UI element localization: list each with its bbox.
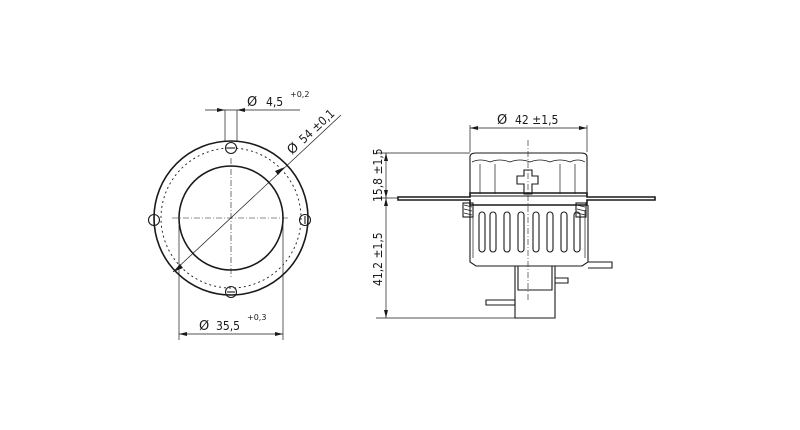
side-view: Ø 42 ±1,5 15,8 ±1,5 41,2 ±1,5 xyxy=(371,113,656,319)
cap-outline xyxy=(469,152,588,197)
housing-slots xyxy=(478,211,581,253)
body-dim-value: 42 ±1,5 xyxy=(515,113,558,127)
terminal-right xyxy=(555,277,569,284)
cutout-dim-tolerance: +0,3 xyxy=(247,313,266,322)
bolt-dim-symbol: Ø xyxy=(284,140,302,158)
body-width-dimension: Ø 42 ±1,5 xyxy=(469,113,588,152)
base-inner xyxy=(517,266,553,291)
housing-inner-lines xyxy=(472,210,586,258)
terminal-left xyxy=(485,299,516,306)
cutout-dimension: Ø 35,5 +0,3 xyxy=(178,225,284,340)
hole-dimension: Ø 4,5 +0,2 xyxy=(205,90,309,142)
body-dim-symbol: Ø xyxy=(497,113,507,128)
cap-top-ridge xyxy=(471,159,586,163)
housing-body xyxy=(469,205,589,267)
base-stem xyxy=(514,266,556,319)
hole-dim-symbol: Ø xyxy=(247,95,257,110)
mounting-hole-right xyxy=(298,213,312,227)
top-view: Ø 4,5 +0,2 Ø 54 ±0,1 Ø 35,5 +0,3 xyxy=(147,90,342,340)
clip-right xyxy=(575,202,587,218)
bottom-height-value: 41,2 ±1,5 xyxy=(371,232,385,286)
hole-dim-tolerance: +0,2 xyxy=(290,90,309,99)
housing-tab xyxy=(588,261,613,269)
bolt-dim-value: 54 ±0,1 xyxy=(296,106,337,146)
bolt-circle-dimension: Ø 54 ±0,1 xyxy=(172,106,342,273)
cutout-dim-symbol: Ø xyxy=(199,319,209,334)
cap-center-cross xyxy=(516,169,539,195)
mounting-hole-top xyxy=(224,141,238,155)
height-dimensions: 15,8 ±1,5 41,2 ±1,5 xyxy=(371,148,515,319)
top-height-value: 15,8 ±1,5 xyxy=(371,148,385,202)
bolt-circle xyxy=(160,147,302,289)
cutout-dim-value: 35,5 xyxy=(216,319,240,333)
mounting-hole-left xyxy=(147,213,161,227)
mounting-hole-bottom xyxy=(224,285,238,299)
hole-dim-value: 4,5 xyxy=(266,95,283,109)
cap-ribs xyxy=(479,164,576,194)
flange-plate xyxy=(397,192,656,206)
